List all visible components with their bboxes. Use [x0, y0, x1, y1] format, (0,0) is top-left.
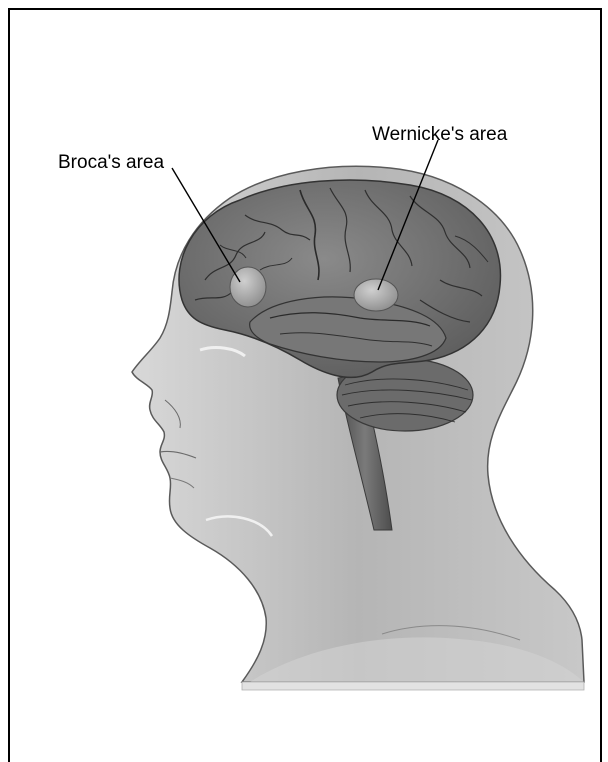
broca-label: Broca's area — [58, 152, 165, 173]
wernicke-label: Wernicke's area — [372, 124, 508, 145]
wernicke-area-highlight — [354, 279, 398, 311]
